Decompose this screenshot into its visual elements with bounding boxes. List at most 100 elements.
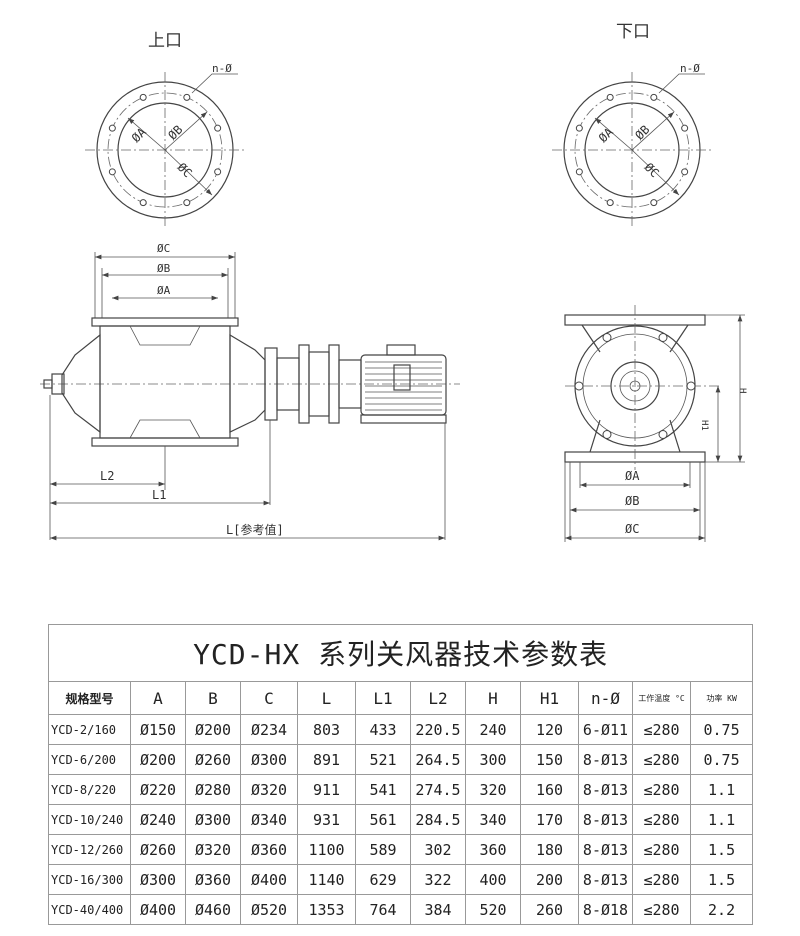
dim-l1-label: L1 [152,488,166,502]
table-cell: 8-Ø13 [578,774,633,805]
table-cell: YCD-10/240 [48,804,131,835]
column-header: A [130,681,186,715]
table-cell: Ø340 [240,804,298,835]
table-cell: 8-Ø13 [578,834,633,865]
technical-drawing: 上口 ØA ØB ØC n-Ø 下口 ØA ØB ØC n-Ø [40,22,747,542]
table-cell: Ø320 [240,774,298,805]
holes-label: n-Ø [680,62,700,75]
bolt-hole [681,124,689,132]
bolt-hole [650,93,658,101]
dia-b-label: ØB [625,494,639,508]
table-cell: 274.5 [410,774,466,805]
bolt-hole [650,199,658,207]
table-cell: 8-Ø13 [578,804,633,835]
dia-a-label: ØA [157,284,171,297]
table-cell: Ø200 [185,714,241,745]
bolt-hole [602,429,612,439]
bolt-hole [139,93,147,101]
bolt-hole [575,124,583,132]
table-cell: 340 [465,804,521,835]
table-cell: Ø260 [130,834,186,865]
dim-h-label: H [737,388,747,393]
table-cell: 1140 [297,864,356,895]
table-cell: Ø320 [185,834,241,865]
column-header: n-Ø [578,681,633,715]
table-cell: ≤280 [632,774,691,805]
table-cell: 120 [520,714,579,745]
bolt-hole [681,168,689,176]
table-cell: ≤280 [632,714,691,745]
front-view: ØC ØB ØA L2 [40,242,460,541]
bottom-port-label: 下口 [616,22,650,42]
table-cell: Ø220 [130,774,186,805]
bolt-hole [606,199,614,207]
table-cell: 150 [520,744,579,775]
table-cell: 764 [355,894,411,925]
bolt-hole [108,168,116,176]
bolt-hole [658,333,668,343]
bolt-hole [214,168,222,176]
table-cell: Ø240 [130,804,186,835]
dia-c-label: ØC [625,522,639,536]
table-cell: 260 [520,894,579,925]
top-port-view: 上口 ØA ØB ØC n-Ø [85,31,245,228]
bolt-hole [214,124,222,132]
table-cell: 803 [297,714,356,745]
bolt-hole [183,93,191,101]
column-header: 工作温度 °C [632,681,691,715]
table-cell: YCD-2/160 [48,714,131,745]
table-cell: Ø400 [130,894,186,925]
bolt-hole [574,381,584,391]
table-cell: 400 [465,864,521,895]
table-cell: 384 [410,894,466,925]
table-cell: ≤280 [632,894,691,925]
column-header: B [185,681,241,715]
table-cell: 521 [355,744,411,775]
bolt-hole [602,333,612,343]
dia-a-label: ØA [625,469,640,483]
bottom-port-view: 下口 ØA ØB ØC n-Ø [552,22,712,228]
table-cell: 0.75 [689,744,754,775]
table-cell: 2.2 [689,894,754,925]
table-cell: 284.5 [410,804,466,835]
bolt-holes [574,333,696,439]
table-cell: Ø360 [240,834,298,865]
top-port-label: 上口 [148,31,182,51]
table-cell: 1353 [297,894,356,925]
table-cell: Ø360 [185,864,241,895]
table-cell: 520 [465,894,521,925]
column-header: L [297,681,356,715]
table-cell: 1.1 [689,774,754,805]
dim-h1-label: H1 [699,420,709,431]
bolt-hole [139,199,147,207]
dia-a-label: ØA [129,125,150,146]
table-cell: 200 [520,864,579,895]
table-cell: Ø260 [185,744,241,775]
table-cell: Ø400 [240,864,298,895]
bolt-holes [575,93,689,207]
table-cell: YCD-6/200 [48,744,131,775]
dia-b-label: ØB [165,122,185,142]
column-header: 规格型号 [48,681,131,715]
table-cell: 911 [297,774,356,805]
table-cell: Ø200 [130,744,186,775]
table-title: YCD-HX 系列关风器技术参数表 [47,624,754,682]
table-cell: 589 [355,834,411,865]
table-cell: 0.75 [689,714,754,745]
table-cell: 1.1 [689,804,754,835]
table-cell: 629 [355,864,411,895]
table-cell: 264.5 [410,744,466,775]
table-cell: 1100 [297,834,356,865]
table-cell: YCD-12/260 [48,834,131,865]
table-cell: Ø300 [240,744,298,775]
bolt-hole [108,124,116,132]
table-cell: 220.5 [410,714,466,745]
dia-c-label: ØC [157,242,170,255]
column-header: C [240,681,298,715]
table-cell: 360 [465,834,521,865]
